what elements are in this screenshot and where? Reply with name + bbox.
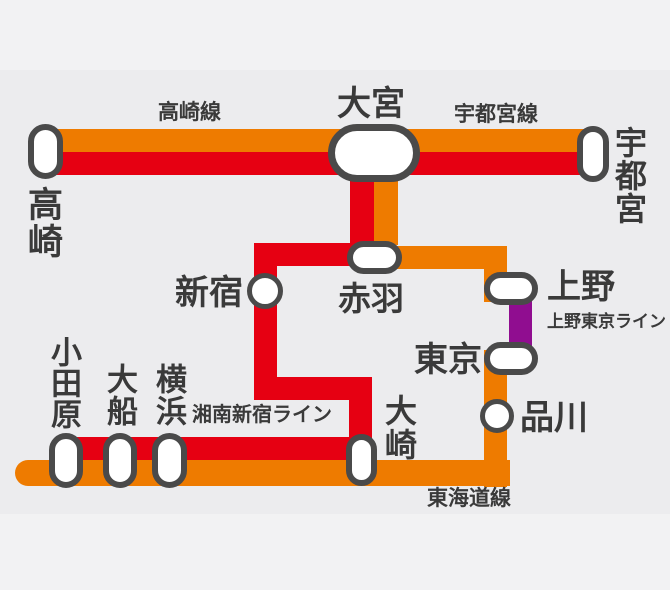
station-label-takasaki: 高崎	[23, 186, 62, 260]
station-label-ofuna: 大船	[102, 363, 137, 427]
station-marker-omiya	[328, 124, 420, 182]
line-label-shonan-shinjuku: 湘南新宿ライン	[192, 404, 332, 426]
station-label-utsunomiya: 宇都宮	[611, 126, 647, 225]
station-marker-yokohama	[152, 433, 187, 488]
station-label-shinagawa: 品川	[520, 399, 588, 437]
station-label-tokyo: 東京	[414, 341, 482, 379]
line-segment-tokaido-bottom-orange	[15, 460, 510, 486]
line-segment-akabane-ueno-orange	[380, 246, 507, 269]
station-marker-utsunomiya	[577, 126, 609, 182]
station-label-ueno: 上野	[547, 268, 615, 306]
line-segment-takasaki-utsunomiya-red	[40, 152, 600, 175]
line-segment-ueno-tokyo-purple	[509, 300, 532, 348]
station-marker-tokyo	[484, 342, 538, 375]
line-label-tokaido: 東海道線	[427, 487, 511, 510]
station-marker-akabane	[347, 241, 402, 274]
station-marker-ueno	[484, 272, 538, 305]
background-top-strip	[0, 0, 670, 70]
line-label-utsunomiya: 宇都宮線	[454, 103, 538, 126]
line-segment-step-red	[254, 377, 372, 400]
station-label-shinjuku: 新宿	[175, 274, 243, 312]
line-segment-akabane-west-red	[255, 243, 375, 266]
station-marker-takasaki	[28, 124, 63, 179]
station-marker-shinagawa	[480, 399, 514, 433]
station-marker-shinjuku	[247, 273, 283, 309]
station-label-yokohama: 横浜	[151, 363, 186, 427]
station-marker-ofuna	[103, 433, 137, 488]
line-segment-omiya-akabane-orange	[374, 180, 398, 245]
station-label-omiya: 大宮	[337, 85, 405, 123]
station-label-odawara: 小田原	[46, 336, 81, 429]
station-label-osaki: 大崎	[381, 394, 417, 462]
background-bottom-strip	[0, 514, 670, 590]
line-segment-takasaki-utsunomiya-orange	[40, 129, 600, 152]
station-marker-odawara	[49, 433, 83, 488]
line-segment-omiya-akabane-red	[350, 180, 374, 245]
line-label-takasaki: 高崎線	[158, 101, 221, 124]
station-label-akabane: 赤羽	[338, 280, 404, 317]
line-label-ueno-tokyo: 上野東京ライン	[547, 312, 666, 331]
station-marker-osaki	[346, 434, 377, 486]
